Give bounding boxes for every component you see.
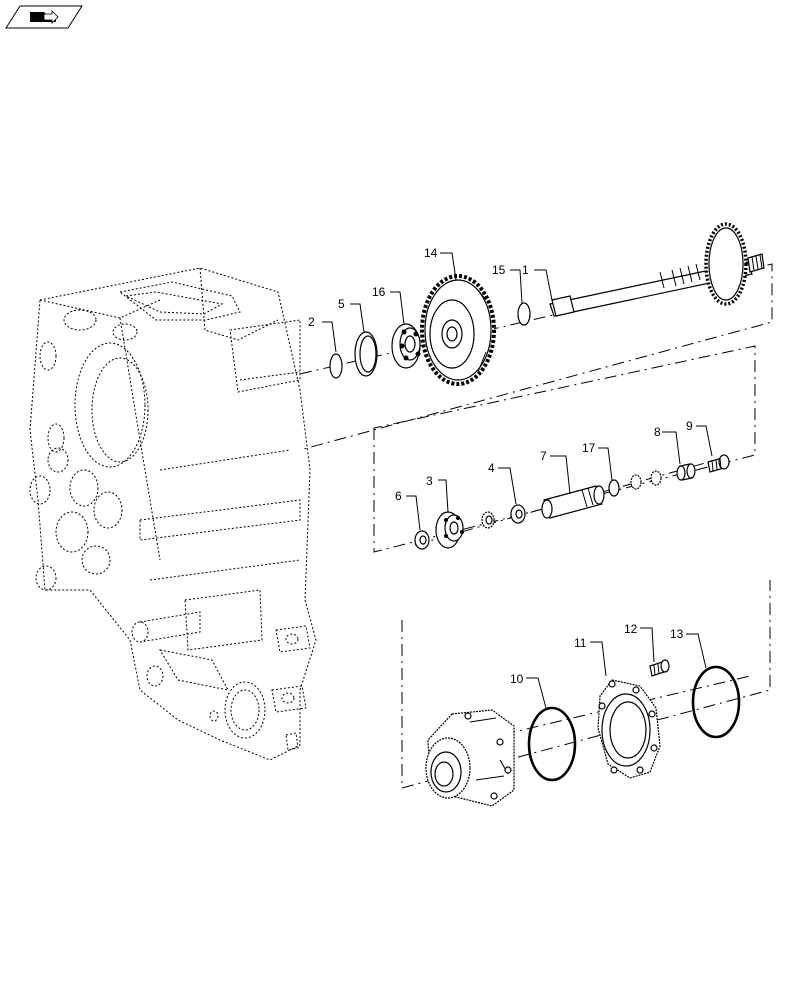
callout-9: 9 [686, 419, 693, 433]
callout-labels: 1 2 3 4 5 6 7 8 9 10 11 12 13 14 15 16 1… [308, 246, 693, 686]
bearing-3[interactable] [435, 511, 464, 549]
washer-4[interactable] [510, 504, 526, 524]
lower-assembly-group [401, 580, 771, 807]
bolt-12[interactable] [649, 659, 670, 677]
callout-14: 14 [424, 246, 438, 260]
ring-15[interactable] [517, 302, 531, 326]
o-ring-10[interactable] [527, 706, 577, 782]
washer-6[interactable] [414, 530, 430, 550]
spacer-washer[interactable] [481, 511, 495, 529]
retaining-ring-2[interactable] [329, 353, 343, 379]
callout-15: 15 [492, 263, 506, 277]
gear-14[interactable] [420, 274, 496, 386]
callout-1: 1 [522, 263, 529, 277]
o-ring-13[interactable] [691, 665, 741, 739]
callout-8: 8 [654, 425, 661, 439]
ring-small-b[interactable] [650, 470, 662, 486]
upper-assembly-group [299, 222, 773, 451]
callout-6: 6 [395, 489, 402, 503]
pin-7[interactable] [541, 485, 605, 519]
callout-11: 11 [574, 636, 587, 650]
callout-13: 13 [670, 627, 684, 641]
ring-17[interactable] [608, 479, 620, 497]
ring-5[interactable] [354, 331, 378, 377]
callout-17: 17 [582, 441, 596, 455]
callout-5: 5 [338, 297, 345, 311]
callout-4: 4 [488, 461, 495, 475]
reference-badge[interactable] [5, 5, 83, 29]
shaft-1[interactable] [549, 222, 765, 317]
ring-small-a[interactable] [630, 474, 642, 490]
callout-7: 7 [540, 449, 547, 463]
middle-assembly-group [373, 345, 756, 553]
callout-3: 3 [426, 474, 433, 488]
callout-leaders [322, 252, 713, 709]
callout-12: 12 [624, 622, 638, 636]
callout-16: 16 [372, 285, 386, 299]
bushing-8[interactable] [676, 463, 696, 481]
callout-2: 2 [308, 315, 315, 329]
bearing-16[interactable] [391, 323, 421, 369]
screw-9[interactable] [707, 454, 730, 473]
flange-11[interactable] [597, 679, 661, 779]
transmission-housing [29, 267, 317, 761]
callout-10: 10 [510, 672, 524, 686]
book-arrow-icon [30, 10, 59, 24]
pto-housing[interactable] [425, 709, 515, 807]
